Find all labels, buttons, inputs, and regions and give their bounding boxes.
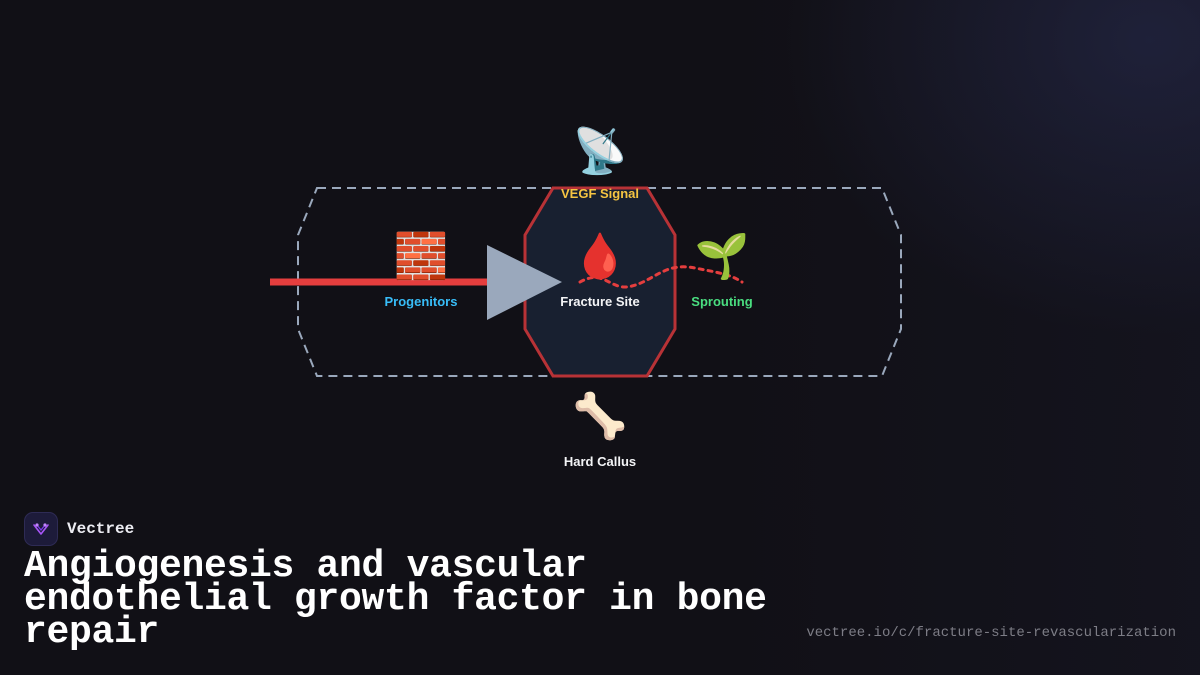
- node-sprouting: 🌱 Sprouting: [691, 231, 752, 309]
- brick-icon: 🧱: [394, 231, 449, 282]
- node-fracture-site: 🩸 Fracture Site: [560, 231, 639, 309]
- progenitors-label: Progenitors: [385, 294, 458, 309]
- satellite-dish-icon: 📡: [573, 123, 628, 177]
- brand: Vectree: [24, 512, 134, 546]
- sprouting-label: Sprouting: [691, 294, 752, 309]
- vegf-signal-label: VEGF Signal: [561, 186, 639, 201]
- hard-callus-label: Hard Callus: [564, 454, 636, 469]
- source-url: vectree.io/c/fracture-site-revasculariza…: [806, 625, 1176, 641]
- blood-drop-icon: 🩸: [573, 231, 628, 282]
- fracture-site-label: Fracture Site: [560, 294, 639, 309]
- node-progenitors: 🧱 Progenitors: [385, 231, 458, 309]
- node-hard-callus: 🦴 Hard Callus: [564, 389, 636, 469]
- page-title: Angiogenesis and vascular endothelial gr…: [24, 545, 767, 654]
- flow-arrowhead: [487, 245, 562, 320]
- node-vegf-signal: 📡 VEGF Signal: [561, 123, 639, 201]
- sprouting-path: [578, 265, 744, 289]
- brand-name: Vectree: [67, 520, 135, 538]
- seedling-icon: 🌱: [695, 231, 750, 282]
- bone-icon: 🦴: [573, 389, 628, 442]
- vectree-logo-icon: [24, 512, 58, 546]
